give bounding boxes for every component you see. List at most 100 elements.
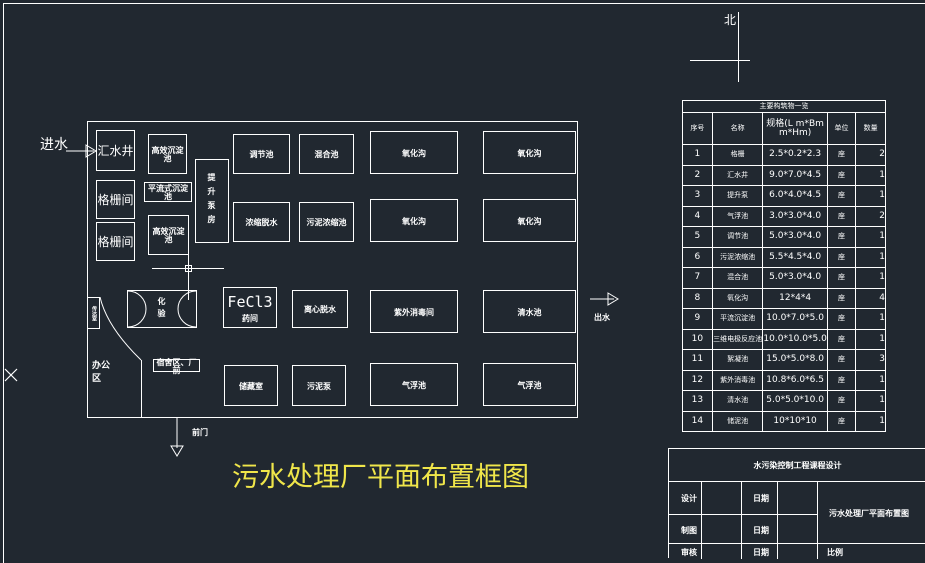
legend-header: 数量 (855, 112, 886, 145)
legend-cell: 座 (826, 349, 857, 371)
inlet-label: 进水 (40, 137, 68, 153)
scale-label: 比例 (827, 547, 843, 557)
legend-cell: 污泥浓缩池 (711, 246, 764, 268)
legend-cell: 提升泵 (711, 185, 764, 207)
draw-label: 制图 (681, 525, 697, 535)
legend-cell: 2.5*0.2*2.3 (762, 144, 828, 166)
sedimentation-tank-3: 高效沉淀池 (148, 215, 189, 255)
legend-cell: 储泥池 (711, 410, 764, 432)
mix-tank: 混合池 (299, 134, 354, 174)
fecl3-sub: 药间 (242, 312, 258, 323)
sludge-pump: 污泥泵 (292, 365, 346, 406)
legend-cell: 1 (682, 144, 713, 166)
plant-boundary (87, 121, 578, 418)
legend-cell: 1 (855, 410, 886, 432)
legend-cell: 2 (855, 205, 886, 227)
legend-cell: 氧化沟 (711, 287, 764, 309)
drawing-title: 污水处理厂平面布置框图 (232, 462, 529, 493)
legend-cell: 5.5*4.5*4.0 (762, 246, 828, 268)
project-name: 水污染控制工程课程设计 (753, 460, 842, 470)
legend-cell: 座 (826, 246, 857, 268)
legend-cell: 5.0*5.0*10.0 (762, 390, 828, 412)
fecl3-label: FeCl3 (227, 292, 273, 311)
legend-cell: 座 (826, 410, 857, 432)
legend-cell: 座 (826, 205, 857, 227)
legend-cell: 1 (855, 185, 886, 207)
office-label: 办公区 (92, 361, 111, 384)
legend-cell: 1 (855, 246, 886, 268)
legend-cell: 1 (855, 328, 886, 350)
legend-cell: 9 (682, 308, 713, 330)
legend-cell: 5.0*3.0*4.0 (762, 226, 828, 248)
sludge-thickener: 污泥浓缩池 (299, 202, 354, 242)
legend-cell: 8 (682, 287, 713, 309)
air-flotation-1: 气浮池 (370, 363, 458, 406)
legend-cell: 1 (855, 226, 886, 248)
legend-cell: 1 (855, 164, 886, 186)
crosshair-marker (4, 368, 18, 382)
legend-cell: 3.0*3.0*4.0 (762, 205, 828, 227)
legend-cell: 1 (855, 267, 886, 289)
legend-cell: 清水池 (711, 390, 764, 412)
legend-cell: 座 (826, 144, 857, 166)
oxidation-ditch-2: 氧化沟 (483, 131, 576, 174)
legend-cell: 座 (826, 185, 857, 207)
date-label: 日期 (753, 547, 769, 557)
pump-house: 提升泵房 (195, 159, 229, 243)
lab-arcs (127, 290, 197, 328)
north-arrow: 北 (690, 12, 750, 84)
legend-header: 规格(L m*Bm m*Hm) (762, 112, 828, 145)
storage-room: 储藏室 (224, 365, 278, 406)
date-label: 日期 (753, 525, 769, 535)
drawing-name: 污水处理厂平面布置图 (829, 508, 909, 518)
legend-cell: 座 (826, 308, 857, 330)
legend-cell: 11 (682, 349, 713, 371)
legend-cell: 絮凝池 (711, 349, 764, 371)
legend-cell: 10.0*7.0*5.0 (762, 308, 828, 330)
legend-cell: 1 (855, 390, 886, 412)
centrifuge-room: 离心脱水 (292, 290, 348, 328)
legend-header: 单位 (826, 112, 857, 145)
legend-cell: 13 (682, 390, 713, 412)
cursor-box (185, 265, 192, 272)
legend-cell: 调节池 (711, 226, 764, 248)
legend-cell: 座 (826, 287, 857, 309)
legend-cell: 3 (682, 185, 713, 207)
legend-cell: 3 (855, 349, 886, 371)
legend-header: 名称 (711, 112, 764, 145)
legend-cell: 混合池 (711, 267, 764, 289)
legend-cell: 1 (855, 369, 886, 391)
legend-cell: 座 (826, 267, 857, 289)
air-flotation-2: 气浮池 (483, 363, 576, 406)
legend-cell: 5 (682, 226, 713, 248)
north-label: 北 (724, 13, 737, 27)
legend-cell: 格栅 (711, 144, 764, 166)
gate-arrow (170, 418, 184, 457)
guard-room: 传达室 (87, 297, 100, 329)
legend-cell: 9.0*7.0*4.5 (762, 164, 828, 186)
legend-cell: 2 (855, 144, 886, 166)
legend-cell: 三维电极反应池 (711, 328, 764, 350)
legend-cell: 10 (682, 328, 713, 350)
coarse-grid: 格栅间 (96, 180, 135, 219)
legend-cell: 14 (682, 410, 713, 432)
legend-cell: 平流沉淀池 (711, 308, 764, 330)
legend-cell: 座 (826, 369, 857, 391)
legend-cell: 气浮池 (711, 205, 764, 227)
design-label: 设计 (681, 493, 697, 503)
legend-header: 序号 (682, 112, 713, 145)
legend-cell: 7 (682, 267, 713, 289)
dormitory-area: 宿舍区、厂前 (153, 358, 200, 374)
legend-cell: 汇水井 (711, 164, 764, 186)
